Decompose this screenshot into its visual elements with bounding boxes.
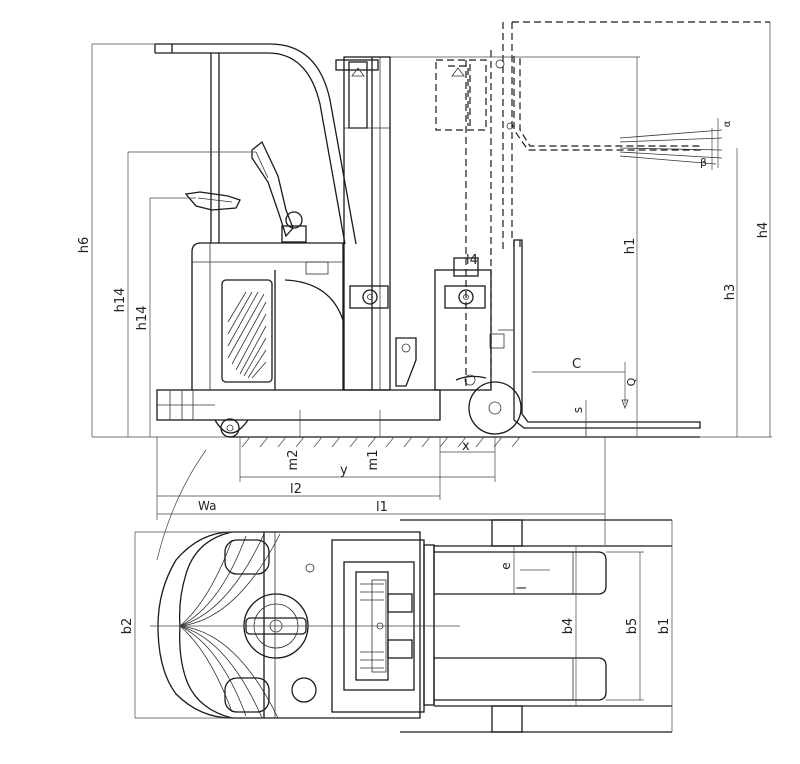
- mast-raised-dashed: [435, 21, 770, 390]
- label-c: C: [572, 357, 581, 372]
- label-m1: m1: [366, 450, 381, 471]
- label-s: s: [571, 407, 585, 413]
- top-legs-forks: [400, 519, 672, 733]
- top-carriage: [423, 544, 435, 706]
- label-h1: h1: [623, 238, 638, 255]
- label-x: x: [462, 439, 470, 454]
- label-h6: h6: [77, 237, 92, 254]
- overhead-guard: [154, 43, 357, 245]
- label-wa: Wa: [198, 499, 216, 513]
- label-l4: l4: [466, 253, 478, 268]
- label-b1: b1: [657, 618, 672, 635]
- label-l1: l1: [376, 500, 388, 515]
- label-beta: β: [700, 156, 707, 169]
- label-h4: h4: [756, 222, 771, 239]
- horizontal-dimensions: [156, 410, 606, 561]
- label-h3: h3: [723, 284, 738, 301]
- label-alpha: α: [722, 120, 733, 127]
- mast: [335, 56, 417, 391]
- label-y: y: [340, 463, 348, 478]
- label-b4: b4: [561, 618, 576, 635]
- ground-line: [228, 436, 700, 448]
- top-dimensions: [134, 520, 673, 732]
- label-h14-inner: h14: [135, 306, 150, 331]
- label-l: l: [515, 586, 529, 589]
- label-h14-outer: h14: [113, 288, 128, 313]
- fork-carriage-lowered: [434, 239, 701, 435]
- label-b5: b5: [625, 618, 640, 635]
- chassis: [156, 242, 441, 438]
- label-l2: l2: [290, 482, 302, 497]
- operator-controls: [184, 140, 307, 243]
- load-center-marker: [532, 362, 629, 437]
- vertical-dimensions: [91, 22, 772, 438]
- label-q: Q: [625, 377, 638, 386]
- label-e: e: [499, 562, 513, 569]
- label-m2: m2: [286, 450, 301, 471]
- label-b2: b2: [120, 618, 135, 635]
- top-view: b2 b4 b5 b1 e l: [120, 519, 673, 733]
- side-view: h6 h14 h14 h1 h3 h4 l4 C Q s x m2 m1 y l…: [77, 21, 772, 561]
